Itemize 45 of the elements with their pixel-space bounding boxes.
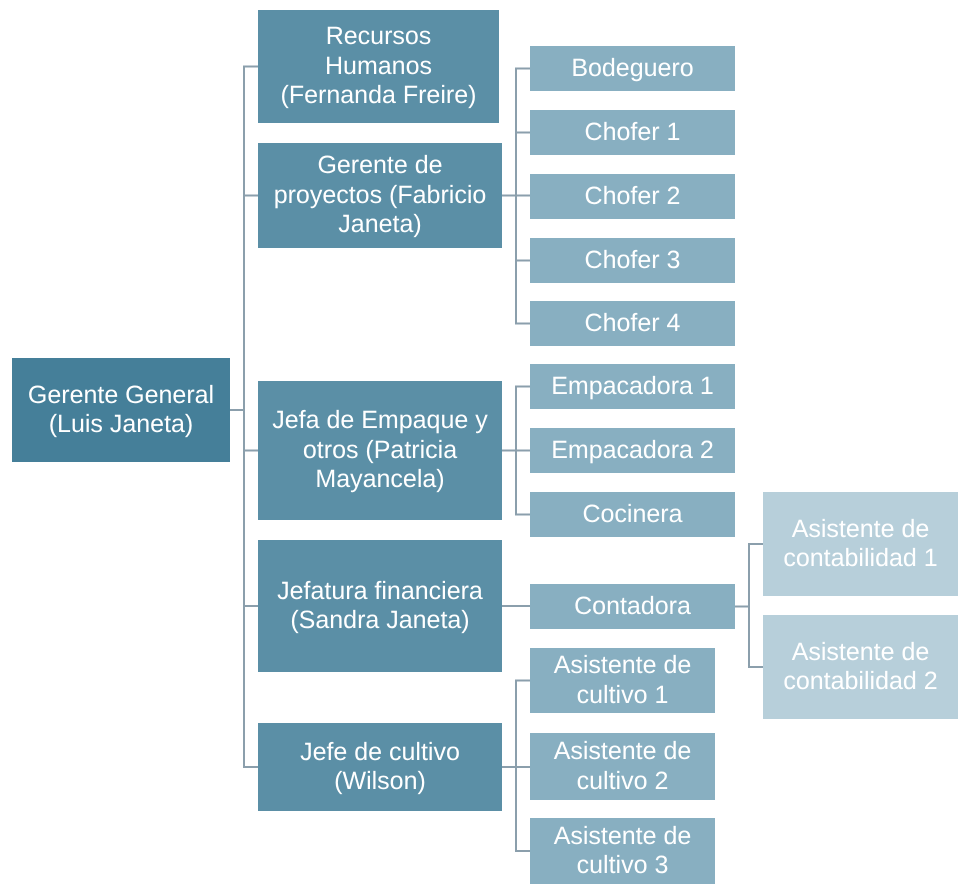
position-title: Asistente de cultivo 1: [552, 651, 692, 710]
position-title: Contadora: [574, 592, 691, 622]
org-chart-box: [530, 428, 735, 473]
position-title: Empacadora 1: [551, 372, 714, 402]
org-chart-box: [530, 648, 715, 713]
org-chart-box: [530, 238, 735, 283]
org-chart-box: [530, 733, 715, 800]
position-title: Asistente de cultivo 3: [552, 822, 692, 880]
connector-line: [735, 606, 763, 668]
org-chart-box: [763, 615, 958, 719]
org-chart-box: [530, 492, 735, 537]
org-chart-box: [530, 584, 735, 629]
connector-line: [502, 605, 530, 607]
connector-line: [502, 450, 530, 516]
org-chart-box: [530, 174, 735, 219]
org-chart-box: [530, 110, 735, 155]
position-title: Chofer 3: [584, 246, 680, 276]
org-chart-box: [258, 381, 502, 520]
connector-line: [230, 409, 258, 768]
position-title: Cocinera: [582, 500, 683, 530]
org-chart-box: [258, 723, 502, 811]
org-chart-box: [12, 358, 230, 462]
position-title: Jefe de cultivo (Wilson): [299, 738, 461, 796]
position-title: Bodeguero: [571, 54, 694, 84]
org-chart-box: [530, 301, 735, 346]
org-chart-box: [763, 492, 958, 596]
org-chart-box: [530, 46, 735, 91]
position-title: Gerente de proyectos (Fabricio Janeta): [272, 151, 488, 240]
position-title: Empacadora 2: [551, 436, 714, 466]
position-title: Gerente General (Luis Janeta): [26, 380, 216, 440]
org-chart-box: [530, 364, 735, 409]
position-title: Chofer 2: [584, 182, 680, 212]
position-title: Chofer 4: [584, 308, 680, 338]
position-title: Chofer 1: [584, 118, 680, 148]
position-title: Asistente de contabilidad 2: [782, 638, 939, 696]
position-title: Recursos Humanos (Fernanda Freire): [280, 22, 478, 111]
position-title: Asistente de contabilidad 1: [782, 514, 939, 574]
org-chart-box: [258, 143, 502, 248]
position-title: Asistente de cultivo 2: [552, 737, 692, 796]
connector-line: [502, 766, 530, 852]
position-title: Jefatura financiera (Sandra Janeta): [276, 576, 484, 636]
org-chart-box: [258, 540, 502, 672]
org-chart-box: [258, 10, 499, 123]
position-title: Jefa de Empaque y otros (Patricia Mayancela): [272, 406, 488, 495]
org-chart-box: [530, 818, 715, 884]
